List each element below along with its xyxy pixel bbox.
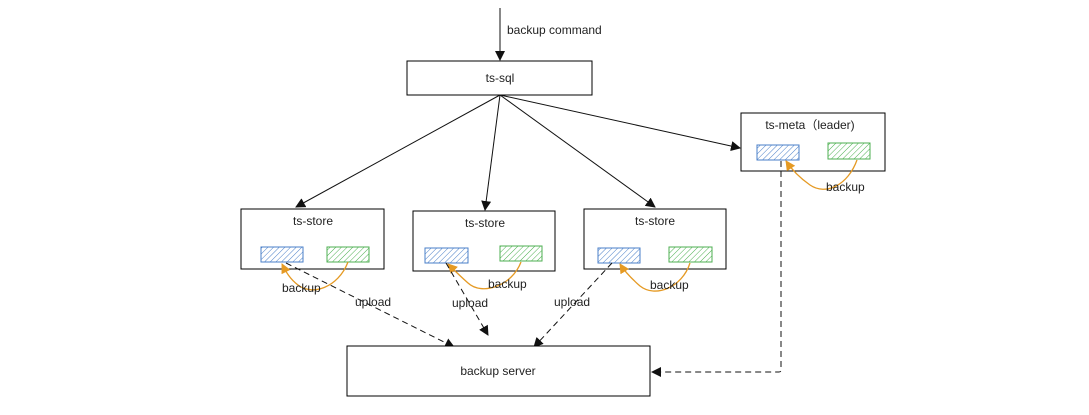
store1-data-block-blue	[260, 246, 304, 263]
command-label: backup command	[507, 23, 602, 37]
ts-store-label-3: ts-store	[635, 214, 675, 228]
store2-data-block-green	[499, 245, 543, 262]
ts-meta-node[interactable]: ts-meta（leader)	[740, 112, 886, 172]
backup-server-label: backup server	[460, 364, 535, 378]
backup-server-node[interactable]: backup server	[346, 345, 651, 397]
sql-to-meta-arrow	[499, 94, 741, 151]
store3-backup-arrow	[619, 262, 691, 292]
store3-upload-arrow	[533, 262, 613, 348]
store2-upload-arrow	[445, 262, 489, 336]
meta-backup-label: backup	[826, 180, 865, 194]
store2-backup-label: backup	[488, 277, 527, 291]
sql-to-store3-arrow	[499, 94, 656, 208]
store3-upload-label: upload	[554, 295, 590, 309]
meta-upload-arrow	[651, 161, 782, 377]
ts-sql-node[interactable]: ts-sql	[406, 60, 593, 96]
meta-data-block-green	[827, 142, 871, 160]
ts-store-label-1: ts-store	[293, 214, 333, 228]
store2-upload-label: upload	[452, 296, 488, 310]
store2-data-block-blue	[424, 247, 469, 264]
meta-data-block-blue	[756, 144, 800, 161]
store3-backup-label: backup	[650, 278, 689, 292]
store3-data-block-green	[668, 246, 713, 263]
store1-upload-label: upload	[355, 295, 391, 309]
meta-backup-arrow	[785, 159, 858, 190]
ts-store-node-2[interactable]: ts-store	[412, 210, 556, 272]
ts-meta-label: ts-meta（leader)	[765, 118, 854, 132]
store1-backup-arrow	[281, 261, 349, 291]
store2-backup-arrow	[447, 261, 522, 290]
sql-to-store2-arrow	[481, 94, 501, 211]
ts-store-node-3[interactable]: ts-store	[583, 208, 727, 270]
store1-data-block-green	[326, 246, 370, 263]
ts-sql-label: ts-sql	[486, 71, 515, 85]
sql-to-store1-arrow	[295, 94, 501, 208]
store1-backup-label: backup	[282, 281, 321, 295]
ts-store-label-2: ts-store	[465, 216, 505, 230]
ts-store-node-1[interactable]: ts-store	[240, 208, 385, 270]
store1-upload-arrow	[285, 262, 455, 348]
store3-data-block-blue	[597, 247, 641, 264]
